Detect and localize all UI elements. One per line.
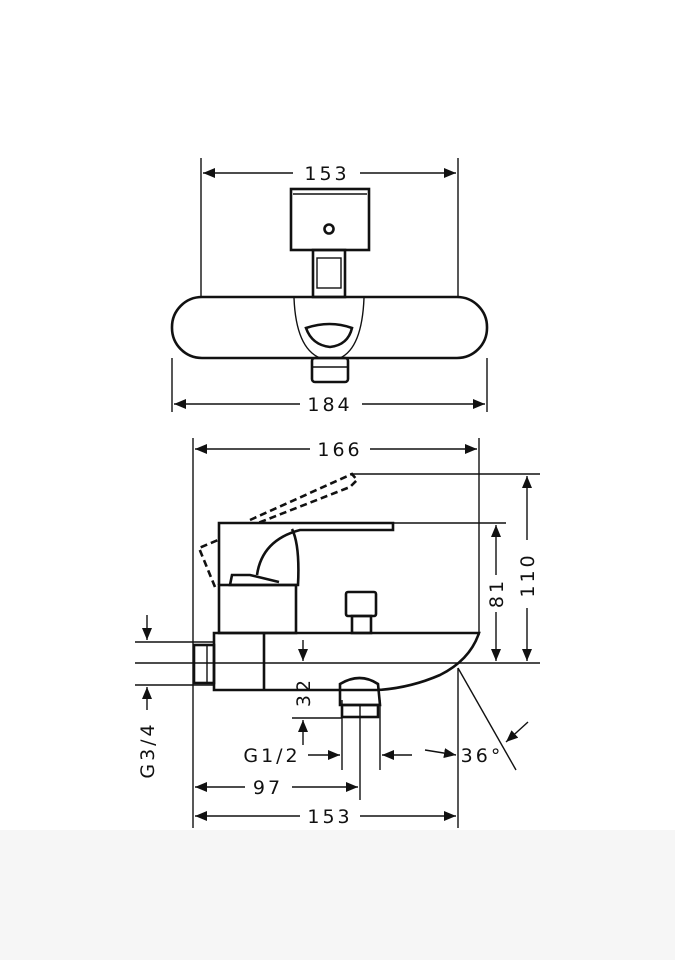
dim-32: 32 <box>293 677 315 707</box>
dim-side-153: 153 <box>307 806 352 828</box>
dim-g1-2: G1/2 <box>243 745 300 767</box>
bottom-band <box>0 830 675 960</box>
dim-top-153: 153 <box>304 163 349 185</box>
inlet-fitting <box>192 643 216 685</box>
dim-110: 110 <box>517 552 539 597</box>
outlet-nozzle <box>338 676 382 707</box>
dim-top-184: 184 <box>307 394 352 416</box>
lever <box>217 521 395 585</box>
dim-81: 81 <box>486 578 508 608</box>
dim-36-deg: 36° <box>461 745 504 767</box>
diverter-knob <box>344 590 378 618</box>
knob-indicator <box>323 223 335 235</box>
lever-open-dashed <box>197 472 359 588</box>
mixer-body <box>217 583 298 635</box>
top-view: 153 184 <box>170 158 489 416</box>
body-top <box>170 295 489 360</box>
dim-97: 97 <box>253 777 283 799</box>
side-view: 166 110 81 G3/4 <box>135 438 540 828</box>
dim-g3-4: G3/4 <box>137 721 159 778</box>
diverter-knob-top <box>289 187 371 252</box>
spout-outlet <box>304 322 354 349</box>
dim-166: 166 <box>317 439 362 461</box>
